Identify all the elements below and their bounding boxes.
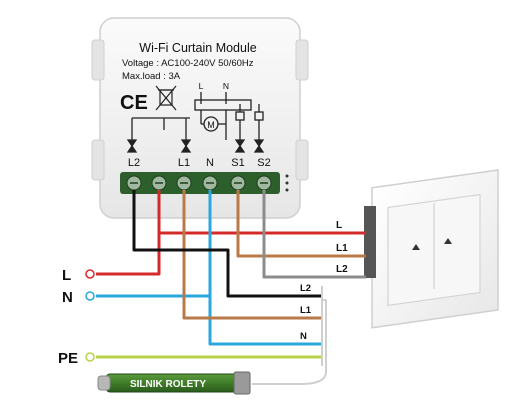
motor-wire-labels: L2 L1 N bbox=[300, 283, 312, 342]
power-label-l: L bbox=[62, 267, 71, 284]
curtain-module: Wi-Fi Curtain Module Voltage : AC100-240… bbox=[91, 17, 309, 219]
wires bbox=[96, 190, 366, 385]
terminal-block bbox=[120, 172, 289, 194]
terminal-n-icon bbox=[85, 291, 95, 301]
motor-label: SILNIK ROLETY bbox=[130, 379, 206, 390]
ce-mark-icon: CE bbox=[120, 92, 148, 114]
top-pin-l: L bbox=[199, 81, 204, 91]
power-label-pe: PE bbox=[58, 350, 78, 367]
terminal-label-l1: L1 bbox=[178, 157, 190, 169]
wire-l2-black bbox=[132, 190, 322, 298]
tubular-motor: SILNIK ROLETY bbox=[97, 371, 251, 395]
switch-wire-labels: L L1 L2 bbox=[336, 220, 348, 275]
module-title: Wi-Fi Curtain Module bbox=[139, 41, 256, 55]
wire-l1-brown bbox=[182, 190, 322, 320]
terminal-label-l2: L2 bbox=[128, 157, 140, 169]
power-label-n: N bbox=[62, 289, 73, 306]
switch-wire-label-l: L bbox=[336, 220, 342, 231]
module-max-load: Max.load : 3A bbox=[122, 71, 181, 82]
wire-l-red bbox=[96, 231, 366, 276]
wire-n-blue-motor bbox=[208, 190, 322, 346]
module-voltage: Voltage : AC100-240V 50/60Hz bbox=[122, 58, 254, 69]
circuit-schematic-icon bbox=[126, 92, 265, 153]
terminal-pe-icon bbox=[85, 352, 95, 362]
motor-wire-label-l1: L1 bbox=[300, 305, 312, 316]
wall-switch bbox=[364, 169, 499, 329]
top-pin-n: N bbox=[223, 81, 229, 91]
switch-wire-label-l2: L2 bbox=[336, 264, 348, 275]
motor-wire-label-n: N bbox=[300, 331, 307, 342]
wire-s1-brown bbox=[236, 190, 366, 258]
power-inputs: L N PE bbox=[58, 267, 95, 367]
terminal-label-n: N bbox=[206, 157, 214, 169]
motor-cable bbox=[252, 299, 327, 385]
motor-wire-label-l2: L2 bbox=[300, 283, 311, 294]
terminal-label-s2: S2 bbox=[257, 157, 270, 169]
switch-wire-label-l1: L1 bbox=[336, 243, 348, 254]
weee-bin-icon bbox=[155, 85, 177, 111]
motor-symbol-icon: M bbox=[207, 120, 215, 130]
terminal-l-icon bbox=[85, 269, 95, 279]
terminal-label-s1: S1 bbox=[231, 157, 244, 169]
wire-s2-grey bbox=[262, 190, 366, 279]
